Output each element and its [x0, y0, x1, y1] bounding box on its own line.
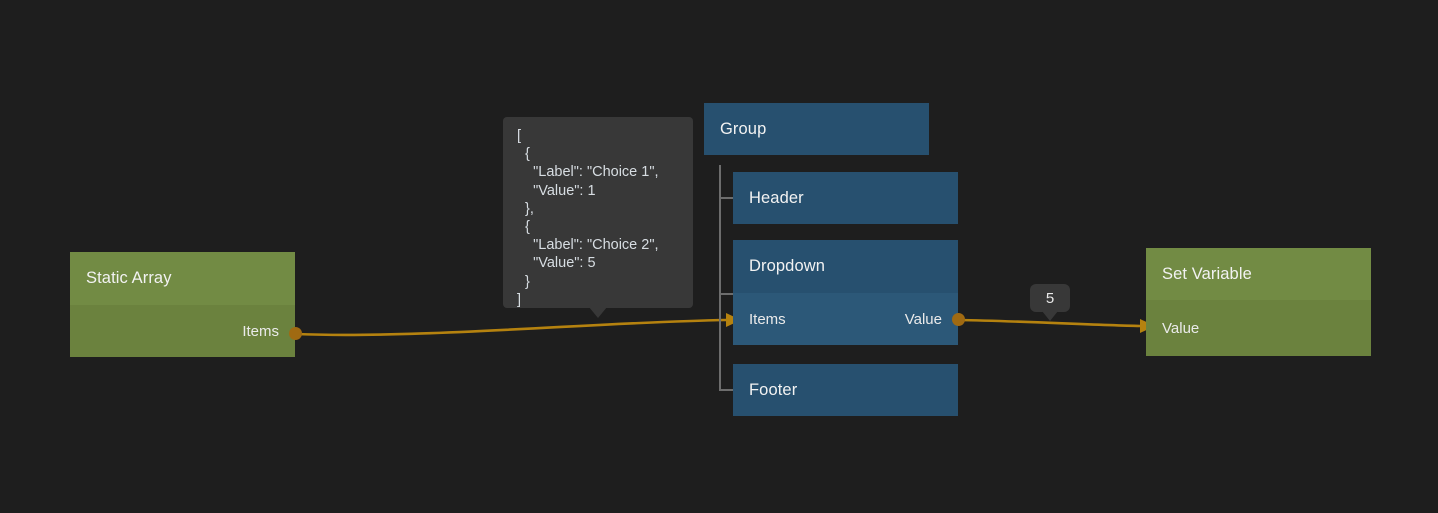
group-tree-branch-footer — [719, 389, 733, 391]
node-dropdown-title: Dropdown — [749, 257, 826, 275]
node-set-variable[interactable]: Set Variable Value — [1146, 248, 1371, 356]
node-group-title: Group — [720, 119, 767, 138]
node-static-array-body: Items — [70, 305, 295, 357]
node-static-array-header[interactable]: Static Array — [70, 252, 295, 305]
node-dropdown-body: Items Value — [733, 293, 958, 345]
node-group[interactable]: Group — [704, 103, 929, 155]
port-row-set-variable-value[interactable]: Value — [1146, 300, 1371, 356]
group-tree-trunk — [719, 165, 721, 390]
port-label-set-variable-value: Value — [1162, 319, 1200, 337]
node-header[interactable]: Header — [733, 172, 958, 224]
port-label-items: Items — [242, 322, 279, 340]
node-set-variable-title: Set Variable — [1162, 264, 1252, 283]
node-footer[interactable]: Footer — [733, 364, 958, 416]
value-badge-text: 5 — [1045, 289, 1055, 307]
port-dot-static-array-items[interactable] — [289, 327, 302, 340]
node-footer-title-bar[interactable]: Footer — [733, 364, 958, 416]
node-group-header[interactable]: Group — [704, 103, 929, 155]
value-badge: 5 — [1030, 284, 1070, 312]
node-static-array[interactable]: Static Array Items — [70, 252, 295, 357]
node-header-title: Header — [749, 188, 804, 207]
port-row-items-output[interactable]: Items — [70, 305, 295, 357]
node-header-title-bar[interactable]: Header — [733, 172, 958, 224]
node-dropdown[interactable]: Dropdown Items Value — [733, 240, 958, 345]
json-preview-text: [ { "Label": "Choice 1", "Value": 1 }, {… — [517, 128, 659, 308]
group-tree-branch-dropdown — [719, 293, 733, 295]
json-preview-tooltip-pointer — [589, 307, 607, 318]
node-footer-title: Footer — [749, 380, 798, 399]
wire-items-to-dropdown — [295, 318, 727, 337]
node-static-array-title: Static Array — [86, 269, 172, 287]
port-label-dropdown-items: Items — [749, 310, 786, 328]
json-preview-tooltip: [ { "Label": "Choice 1", "Value": 1 }, {… — [503, 117, 693, 308]
node-set-variable-body: Value — [1146, 300, 1371, 356]
port-row-dropdown-ports[interactable]: Items Value — [733, 293, 958, 345]
group-tree-branch-header — [719, 197, 733, 199]
node-dropdown-header[interactable]: Dropdown — [733, 240, 958, 293]
node-set-variable-header[interactable]: Set Variable — [1146, 248, 1371, 300]
port-label-dropdown-value: Value — [904, 310, 942, 328]
port-dot-dropdown-value[interactable] — [952, 313, 965, 326]
value-badge-pointer — [1042, 311, 1058, 321]
